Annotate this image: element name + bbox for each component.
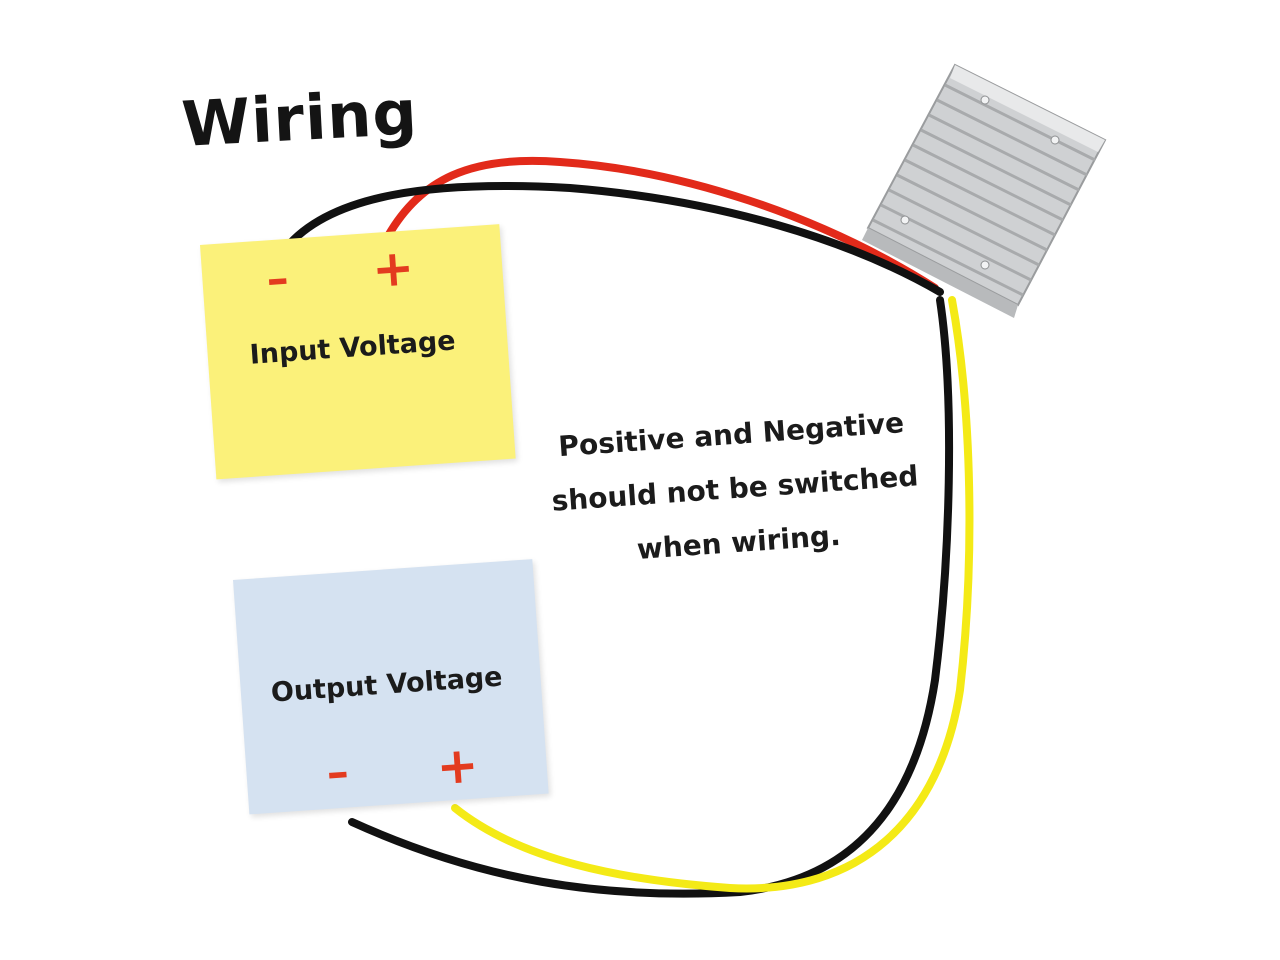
input-negative-sign: – bbox=[264, 252, 291, 306]
output-voltage-label: Output Voltage bbox=[269, 661, 504, 709]
output-positive-sign: + bbox=[434, 735, 481, 797]
output-voltage-note: Output Voltage – + bbox=[233, 559, 549, 815]
yellow-output-wire bbox=[451, 296, 974, 893]
diagram-title: Wiring bbox=[180, 75, 420, 161]
output-negative-sign: – bbox=[324, 746, 351, 799]
converter-module-icon bbox=[862, 63, 1107, 318]
polarity-warning-text: Positive and Negative should not be swit… bbox=[550, 406, 920, 566]
input-positive-sign: + bbox=[370, 238, 416, 299]
black-output-wire bbox=[348, 296, 954, 898]
black-input-wire bbox=[282, 181, 944, 296]
input-voltage-label: Input Voltage bbox=[248, 325, 457, 371]
input-voltage-note: – + Input Voltage bbox=[200, 224, 516, 480]
